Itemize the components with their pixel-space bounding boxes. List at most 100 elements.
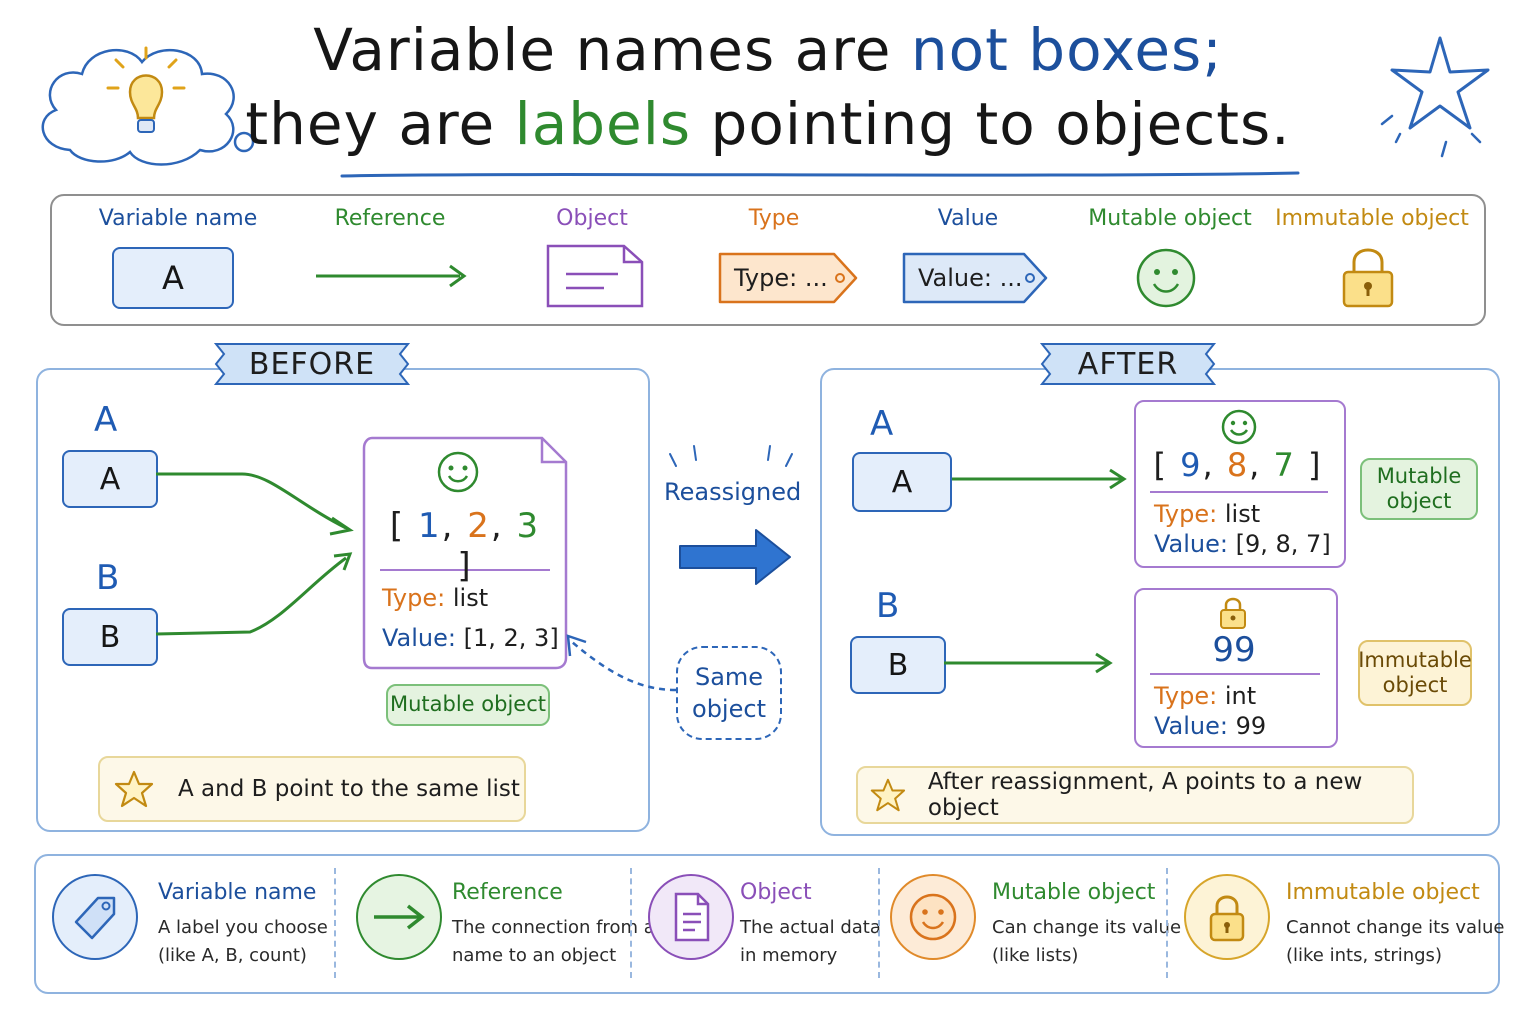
before-object-card-shape — [362, 436, 568, 670]
after-item-2: 8 — [1226, 446, 1250, 484]
key-object-title: Object — [740, 880, 812, 905]
smiley-icon — [909, 893, 957, 941]
before-note: A and B point to the same list — [98, 756, 526, 822]
legend-value-tag-text: Value: ... — [918, 264, 1023, 292]
reassigned-label: Reassigned — [664, 478, 802, 506]
after-comma-2: , — [1249, 446, 1262, 484]
after-number-display: 99 — [1212, 630, 1256, 670]
legend-variable-letter: A — [162, 259, 184, 297]
key-immutable-circle — [1184, 874, 1270, 960]
before-list-close: ] — [457, 546, 473, 586]
key-reference-circle — [356, 874, 442, 960]
before-item-3: 3 — [516, 506, 541, 546]
before-item-1: 1 — [417, 506, 442, 546]
before-type-value: list — [452, 584, 489, 612]
reassigned-sparkle-icon — [669, 445, 793, 467]
before-list-display: [ 1, 2, 3 ] — [380, 506, 550, 586]
key-object-desc-line2: in memory — [740, 945, 838, 966]
after-list-display: [ 9, 8, 7 ] — [1148, 446, 1328, 484]
before-heading: BEFORE — [248, 346, 376, 382]
after-ribbon-shape — [1039, 343, 1217, 385]
key-variable-title: Variable name — [158, 880, 317, 905]
key-panel — [34, 854, 1500, 994]
before-variable-b: B — [62, 608, 158, 666]
after-list-open: [ — [1153, 446, 1168, 484]
legend-value-tag-shape — [902, 252, 1048, 304]
after-a-type-row: Type: list — [1154, 500, 1260, 528]
legend-type-tag-shape — [718, 252, 858, 304]
before-type-key: Type: — [382, 584, 446, 612]
after-reference-arrow-b — [944, 652, 1113, 674]
after-b-type-key: Type: — [1154, 682, 1218, 710]
before-label-b: B — [96, 558, 120, 598]
legend-label-mutable: Mutable object — [1088, 206, 1252, 231]
after-variable-b-text: B — [887, 647, 909, 683]
after-label-a: A — [870, 404, 894, 444]
after-note-star-icon — [870, 778, 906, 812]
before-value-value: [1, 2, 3] — [463, 624, 559, 652]
after-b-type-value: int — [1224, 682, 1257, 710]
before-comma-1: , — [441, 506, 455, 546]
after-object-a-divider — [1150, 491, 1328, 493]
key-variable-desc: A label you choose (like A, B, count) — [158, 914, 328, 970]
after-variable-b: B — [850, 636, 946, 694]
key-mutable-desc: Can change its value (like lists) — [992, 914, 1181, 970]
key-reference-title: Reference — [452, 880, 563, 905]
after-variable-a-text: A — [891, 464, 913, 500]
key-immutable-desc: Cannot change its value (like ints, stri… — [1286, 914, 1505, 970]
legend-label-reference: Reference — [334, 206, 446, 231]
before-value-row: Value: [1, 2, 3] — [382, 624, 559, 652]
key-divider-1 — [334, 868, 336, 978]
title-line-1: Variable names are not boxes; — [0, 16, 1536, 84]
after-list-close: ] — [1308, 446, 1323, 484]
key-mutable-desc-line2: (like lists) — [992, 945, 1079, 966]
before-comma-2: , — [490, 506, 504, 546]
after-immutable-badge: Immutable object — [1358, 640, 1472, 706]
after-note-text: After reassignment, A points to a new ob… — [927, 769, 1363, 821]
legend-object-document-icon — [546, 244, 644, 308]
title-highlight-not-boxes: not boxes; — [910, 16, 1223, 84]
after-comma-1: , — [1202, 446, 1215, 484]
before-note-star-icon — [114, 770, 154, 808]
legend-panel — [50, 194, 1486, 326]
title-line-2: they are labels pointing to objects. — [0, 90, 1536, 158]
legend-label-immutable: Immutable object — [1275, 206, 1469, 231]
key-variable-desc-line2: (like A, B, count) — [158, 945, 307, 966]
same-object-callout: Same object — [676, 646, 782, 740]
legend-reference-arrow-icon — [316, 264, 467, 288]
key-immutable-title: Immutable object — [1286, 880, 1480, 905]
after-immutable-lock-icon — [1220, 597, 1246, 629]
before-item-2: 2 — [467, 506, 491, 546]
before-variable-a-text: A — [99, 461, 121, 497]
after-a-value-value: [9, 8, 7] — [1235, 530, 1331, 558]
title-text-3: pointing to objects. — [710, 90, 1291, 158]
legend-type-tag-text: Type: ... — [734, 264, 828, 292]
document-icon — [674, 892, 710, 942]
before-list-open: [ — [389, 506, 406, 546]
after-reference-arrow-a — [952, 468, 1127, 490]
key-immutable-desc-line2: (like ints, strings) — [1286, 945, 1442, 966]
after-note: After reassignment, A points to a new ob… — [856, 766, 1414, 824]
key-mutable-title: Mutable object — [992, 880, 1156, 905]
legend-label-variable-name: Variable name — [98, 206, 258, 231]
legend-label-type: Type — [748, 206, 800, 231]
before-note-text: A and B point to the same list — [178, 776, 520, 802]
thought-cloud-lightbulb-icon — [41, 46, 255, 166]
legend-label-object: Object — [556, 206, 628, 231]
after-b-value-key: Value: — [1154, 712, 1228, 740]
key-divider-4 — [1166, 868, 1168, 978]
after-b-value-row: Value: 99 — [1154, 712, 1266, 740]
before-variable-b-text: B — [99, 619, 121, 655]
after-item-3: 7 — [1273, 446, 1296, 484]
after-a-value-key: Value: — [1154, 530, 1228, 558]
key-divider-2 — [630, 868, 632, 978]
before-value-key: Value: — [382, 624, 456, 652]
before-variable-a: A — [62, 450, 158, 508]
key-object-desc: The actual data in memory — [740, 914, 881, 970]
after-b-type-row: Type: int — [1154, 682, 1256, 710]
before-type-row: Type: list — [382, 584, 488, 612]
key-mutable-circle — [890, 874, 976, 960]
after-mutable-badge: Mutable object — [1360, 458, 1478, 520]
same-object-dashed-arrow — [566, 634, 677, 692]
title-text-1: Variable names are — [313, 16, 892, 84]
